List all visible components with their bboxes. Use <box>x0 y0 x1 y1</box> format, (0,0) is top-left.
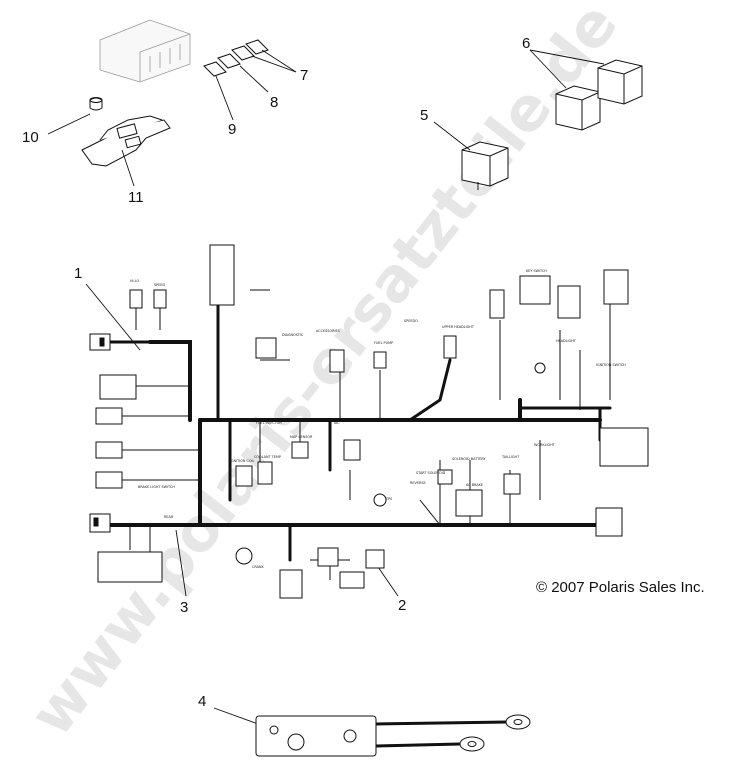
label-map-sensor: MAP SENSOR <box>290 435 313 439</box>
label-crank: CRANK <box>252 565 264 569</box>
copyright-notice: © 2007 Polaris Sales Inc. <box>536 579 705 596</box>
label-fuel-injector: FUEL INJECTOR <box>256 421 282 425</box>
label-ignition-coil: IGNITION COIL <box>230 459 255 463</box>
label-headlight: HEADLIGHT <box>556 339 577 343</box>
main-harness-trunk <box>90 298 612 562</box>
fuse-block <box>99 19 191 83</box>
callout-numbers: 1 2 3 4 5 6 7 8 9 10 11 <box>22 35 530 710</box>
callout-7: 7 <box>300 67 308 84</box>
label-worklight: WORKLIGHT <box>534 443 556 447</box>
callout-1: 1 <box>74 265 82 282</box>
label-rear: REAR <box>164 515 174 519</box>
label-ignition-switch: IGNITION SWITCH <box>596 363 626 367</box>
label-ac-brake: AC BRAKE <box>466 483 483 487</box>
part-5-relay <box>461 141 509 190</box>
callout-leaders <box>47 49 605 725</box>
callout-10: 10 <box>22 129 39 146</box>
callout-4: 4 <box>198 693 206 710</box>
callout-5: 5 <box>420 107 428 124</box>
label-speedo: SPEEDO <box>404 319 418 323</box>
label-hi-lo: HI-LO <box>130 279 140 283</box>
callout-3: 3 <box>180 599 188 616</box>
label-coolant-temp: COOLANT TEMP <box>254 455 281 459</box>
label-key-switch: KEY SWITCH <box>526 269 547 273</box>
label-reverse: REVERSE <box>410 481 426 485</box>
label-speed: SPEED <box>154 283 165 287</box>
label-upper-headlight: UPPER HEADLIGHT <box>442 325 475 329</box>
part-11-bracket <box>81 115 171 167</box>
label-tps: TPS <box>385 497 392 501</box>
part-6-relays <box>555 59 643 131</box>
callout-6: 6 <box>522 35 530 52</box>
harness-labels: SPEED HI-LO DIAGNOSTIC ACCESSORIES FUEL … <box>130 269 626 569</box>
part-10-rivet <box>89 97 103 111</box>
label-brake-light: BRAKE LIGHT SWITCH <box>138 485 175 489</box>
label-taillight: TAILLIGHT <box>501 455 520 459</box>
callout-2: 2 <box>398 597 406 614</box>
callout-8: 8 <box>270 94 278 111</box>
label-iac: IAC <box>334 421 340 425</box>
label-diagnostic: DIAGNOSTIC <box>282 333 304 337</box>
label-start-solenoid: START SOLENOID <box>416 471 446 475</box>
label-accessories: ACCESSORIES <box>316 329 340 333</box>
callout-11: 11 <box>128 189 144 206</box>
label-solenoid-battery: SOLENOID BATTERY <box>452 457 486 461</box>
harness-connectors <box>89 244 649 599</box>
part-4-battery-cable <box>255 714 531 757</box>
label-fuel-pump: FUEL PUMP <box>374 341 393 345</box>
callout-9: 9 <box>228 121 236 138</box>
